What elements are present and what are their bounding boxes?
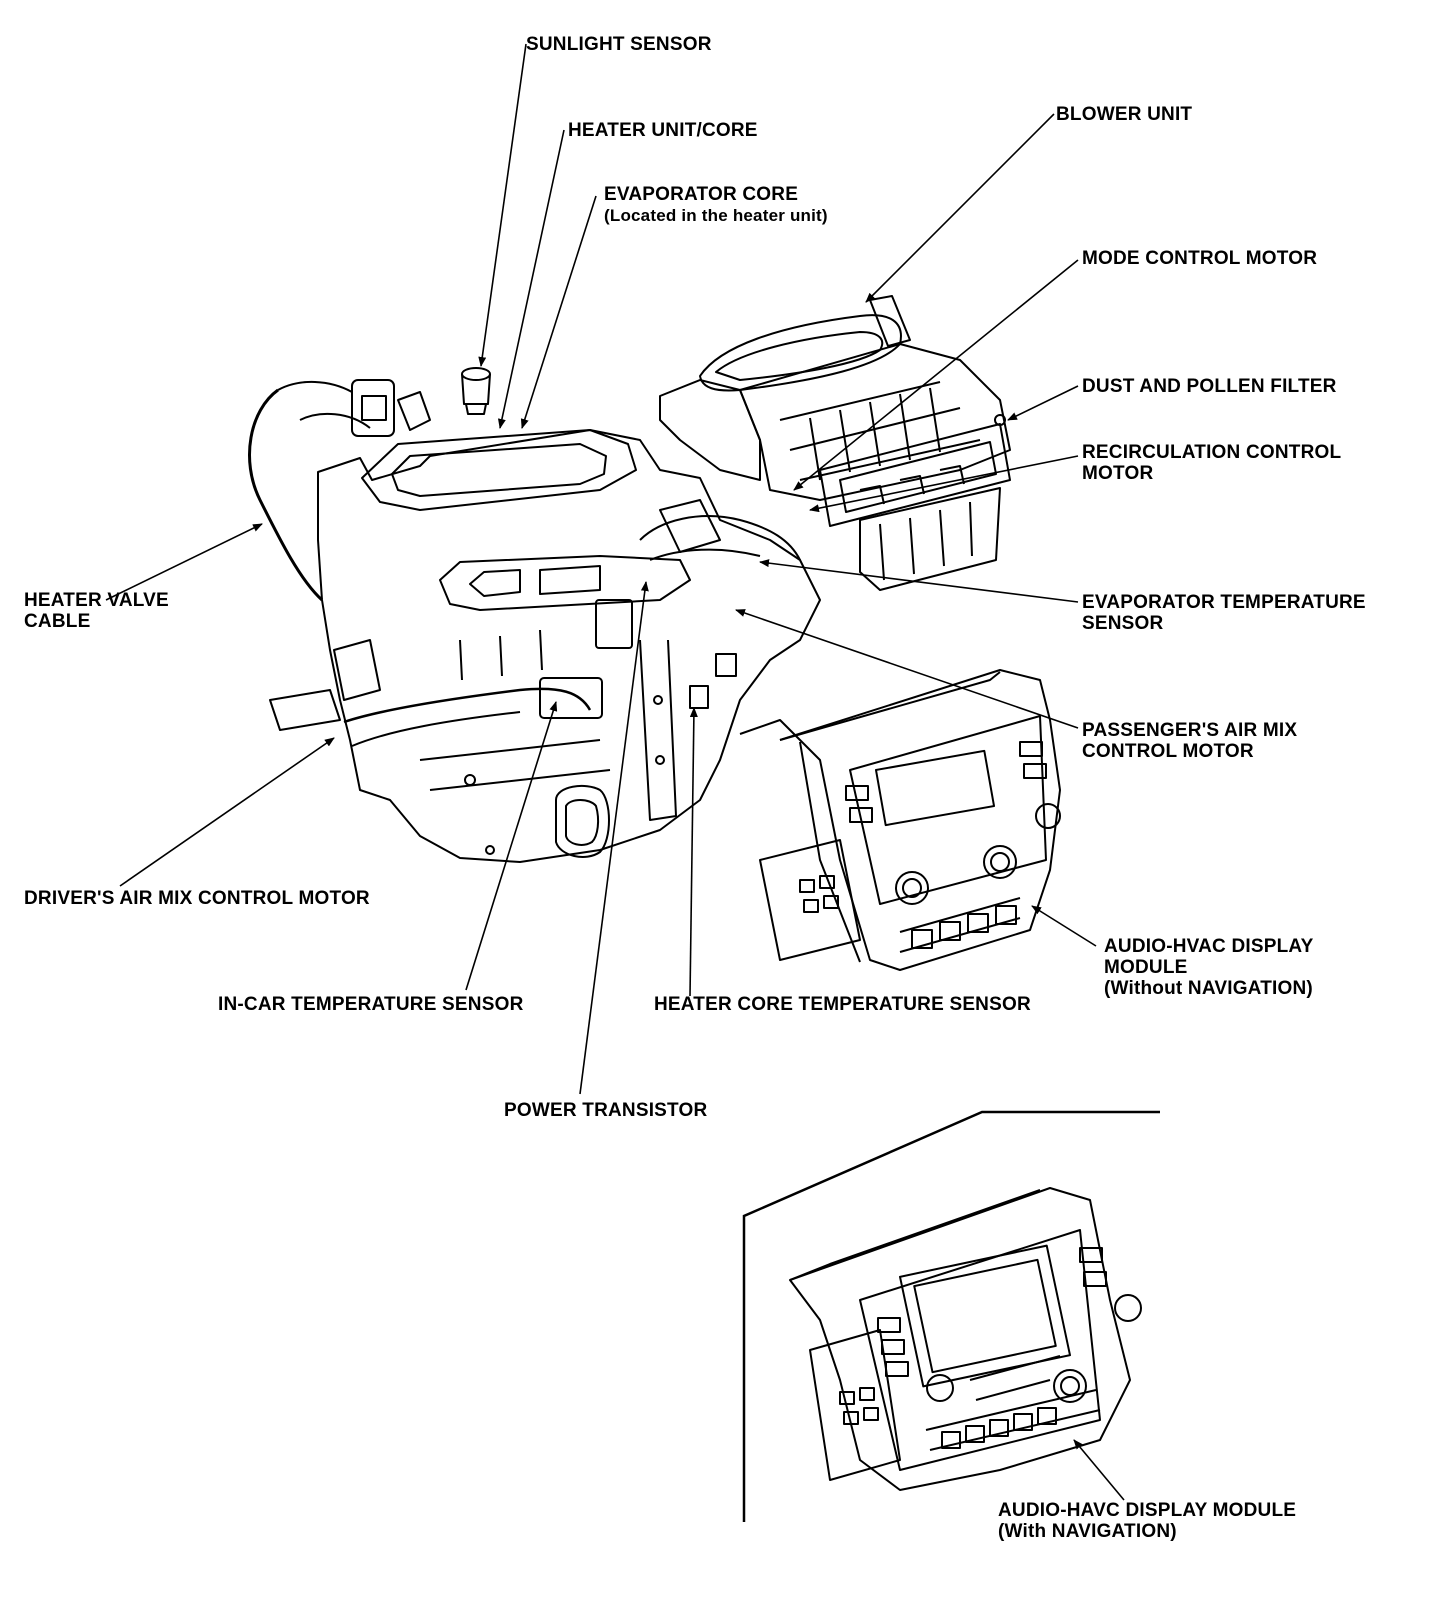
label-passengers-air-mix-control-motor: PASSENGER'S AIR MIX CONTROL MOTOR — [1082, 720, 1297, 762]
label-power-transistor-text: POWER TRANSISTOR — [504, 1100, 708, 1121]
audio-hvac-module-art — [739, 669, 1061, 971]
label-sunlight-sensor-text: SUNLIGHT SENSOR — [526, 34, 712, 55]
label-sunlight-sensor: SUNLIGHT SENSOR — [526, 34, 712, 55]
blower-unit-art — [659, 295, 1011, 591]
label-heater-unit-core-text: HEATER UNIT/CORE — [568, 120, 758, 141]
label-heater-valve-line1: HEATER VALVE — [24, 590, 169, 611]
label-blower-unit: BLOWER UNIT — [1056, 104, 1192, 125]
label-heater-unit-core: HEATER UNIT/CORE — [568, 120, 758, 141]
label-evaporator-core: EVAPORATOR CORE (Located in the heater u… — [604, 184, 828, 226]
label-drivers-air-mix-control-motor: DRIVER'S AIR MIX CONTROL MOTOR — [24, 888, 370, 909]
label-audio-havc-nav-line1: AUDIO-HAVC DISPLAY MODULE — [998, 1500, 1297, 1521]
label-evaporator-temperature-sensor: EVAPORATOR TEMPERATURE SENSOR — [1082, 592, 1366, 634]
label-audio-havc-display-module-nav: AUDIO-HAVC DISPLAY MODULE (With NAVIGATI… — [998, 1500, 1296, 1542]
leader-lines — [105, 43, 1125, 1501]
label-dust-pollen-filter-text: DUST AND POLLEN FILTER — [1082, 376, 1337, 397]
label-recirculation-line2: MOTOR — [1082, 463, 1154, 484]
label-evaporator-core-note: (Located in the heater unit) — [604, 206, 828, 225]
label-recirculation-control-motor: RECIRCULATION CONTROL MOTOR — [1082, 442, 1341, 484]
inset-frame — [742, 1110, 1160, 1522]
label-heater-core-temperature-sensor: HEATER CORE TEMPERATURE SENSOR — [654, 994, 1031, 1015]
label-mode-control-motor-text: MODE CONTROL MOTOR — [1082, 248, 1318, 269]
label-audio-hvac-line1: AUDIO-HVAC DISPLAY — [1104, 936, 1314, 957]
label-evap-temp-line1: EVAPORATOR TEMPERATURE — [1082, 592, 1366, 613]
label-heater-core-temp-text: HEATER CORE TEMPERATURE SENSOR — [654, 994, 1031, 1015]
label-audio-hvac-line2: MODULE — [1104, 957, 1188, 978]
label-in-car-temperature-sensor: IN-CAR TEMPERATURE SENSOR — [218, 994, 524, 1015]
label-audio-hvac-line3: (Without NAVIGATION) — [1104, 978, 1313, 999]
label-dust-pollen-filter: DUST AND POLLEN FILTER — [1082, 376, 1337, 397]
label-heater-valve-cable: HEATER VALVE CABLE — [24, 590, 169, 632]
label-mode-control-motor: MODE CONTROL MOTOR — [1082, 248, 1317, 269]
label-audio-havc-nav-line2: (With NAVIGATION) — [998, 1521, 1177, 1542]
label-audio-hvac-display-module: AUDIO-HVAC DISPLAY MODULE (Without NAVIG… — [1104, 936, 1313, 999]
label-evaporator-core-text: EVAPORATOR CORE — [604, 184, 799, 205]
label-power-transistor: POWER TRANSISTOR — [504, 1100, 707, 1121]
label-blower-unit-text: BLOWER UNIT — [1056, 104, 1193, 125]
label-recirculation-line1: RECIRCULATION CONTROL — [1082, 442, 1342, 463]
label-passenger-line2: CONTROL MOTOR — [1082, 741, 1254, 762]
label-passenger-line1: PASSENGER'S AIR MIX — [1082, 720, 1298, 741]
hvac-assembly — [248, 367, 821, 863]
label-driver-air-mix-text: DRIVER'S AIR MIX CONTROL MOTOR — [24, 888, 370, 909]
label-evap-temp-line2: SENSOR — [1082, 613, 1164, 634]
label-heater-valve-line2: CABLE — [24, 611, 91, 632]
audio-havc-nav-module-art — [789, 1187, 1142, 1491]
label-in-car-temp-text: IN-CAR TEMPERATURE SENSOR — [218, 994, 524, 1015]
